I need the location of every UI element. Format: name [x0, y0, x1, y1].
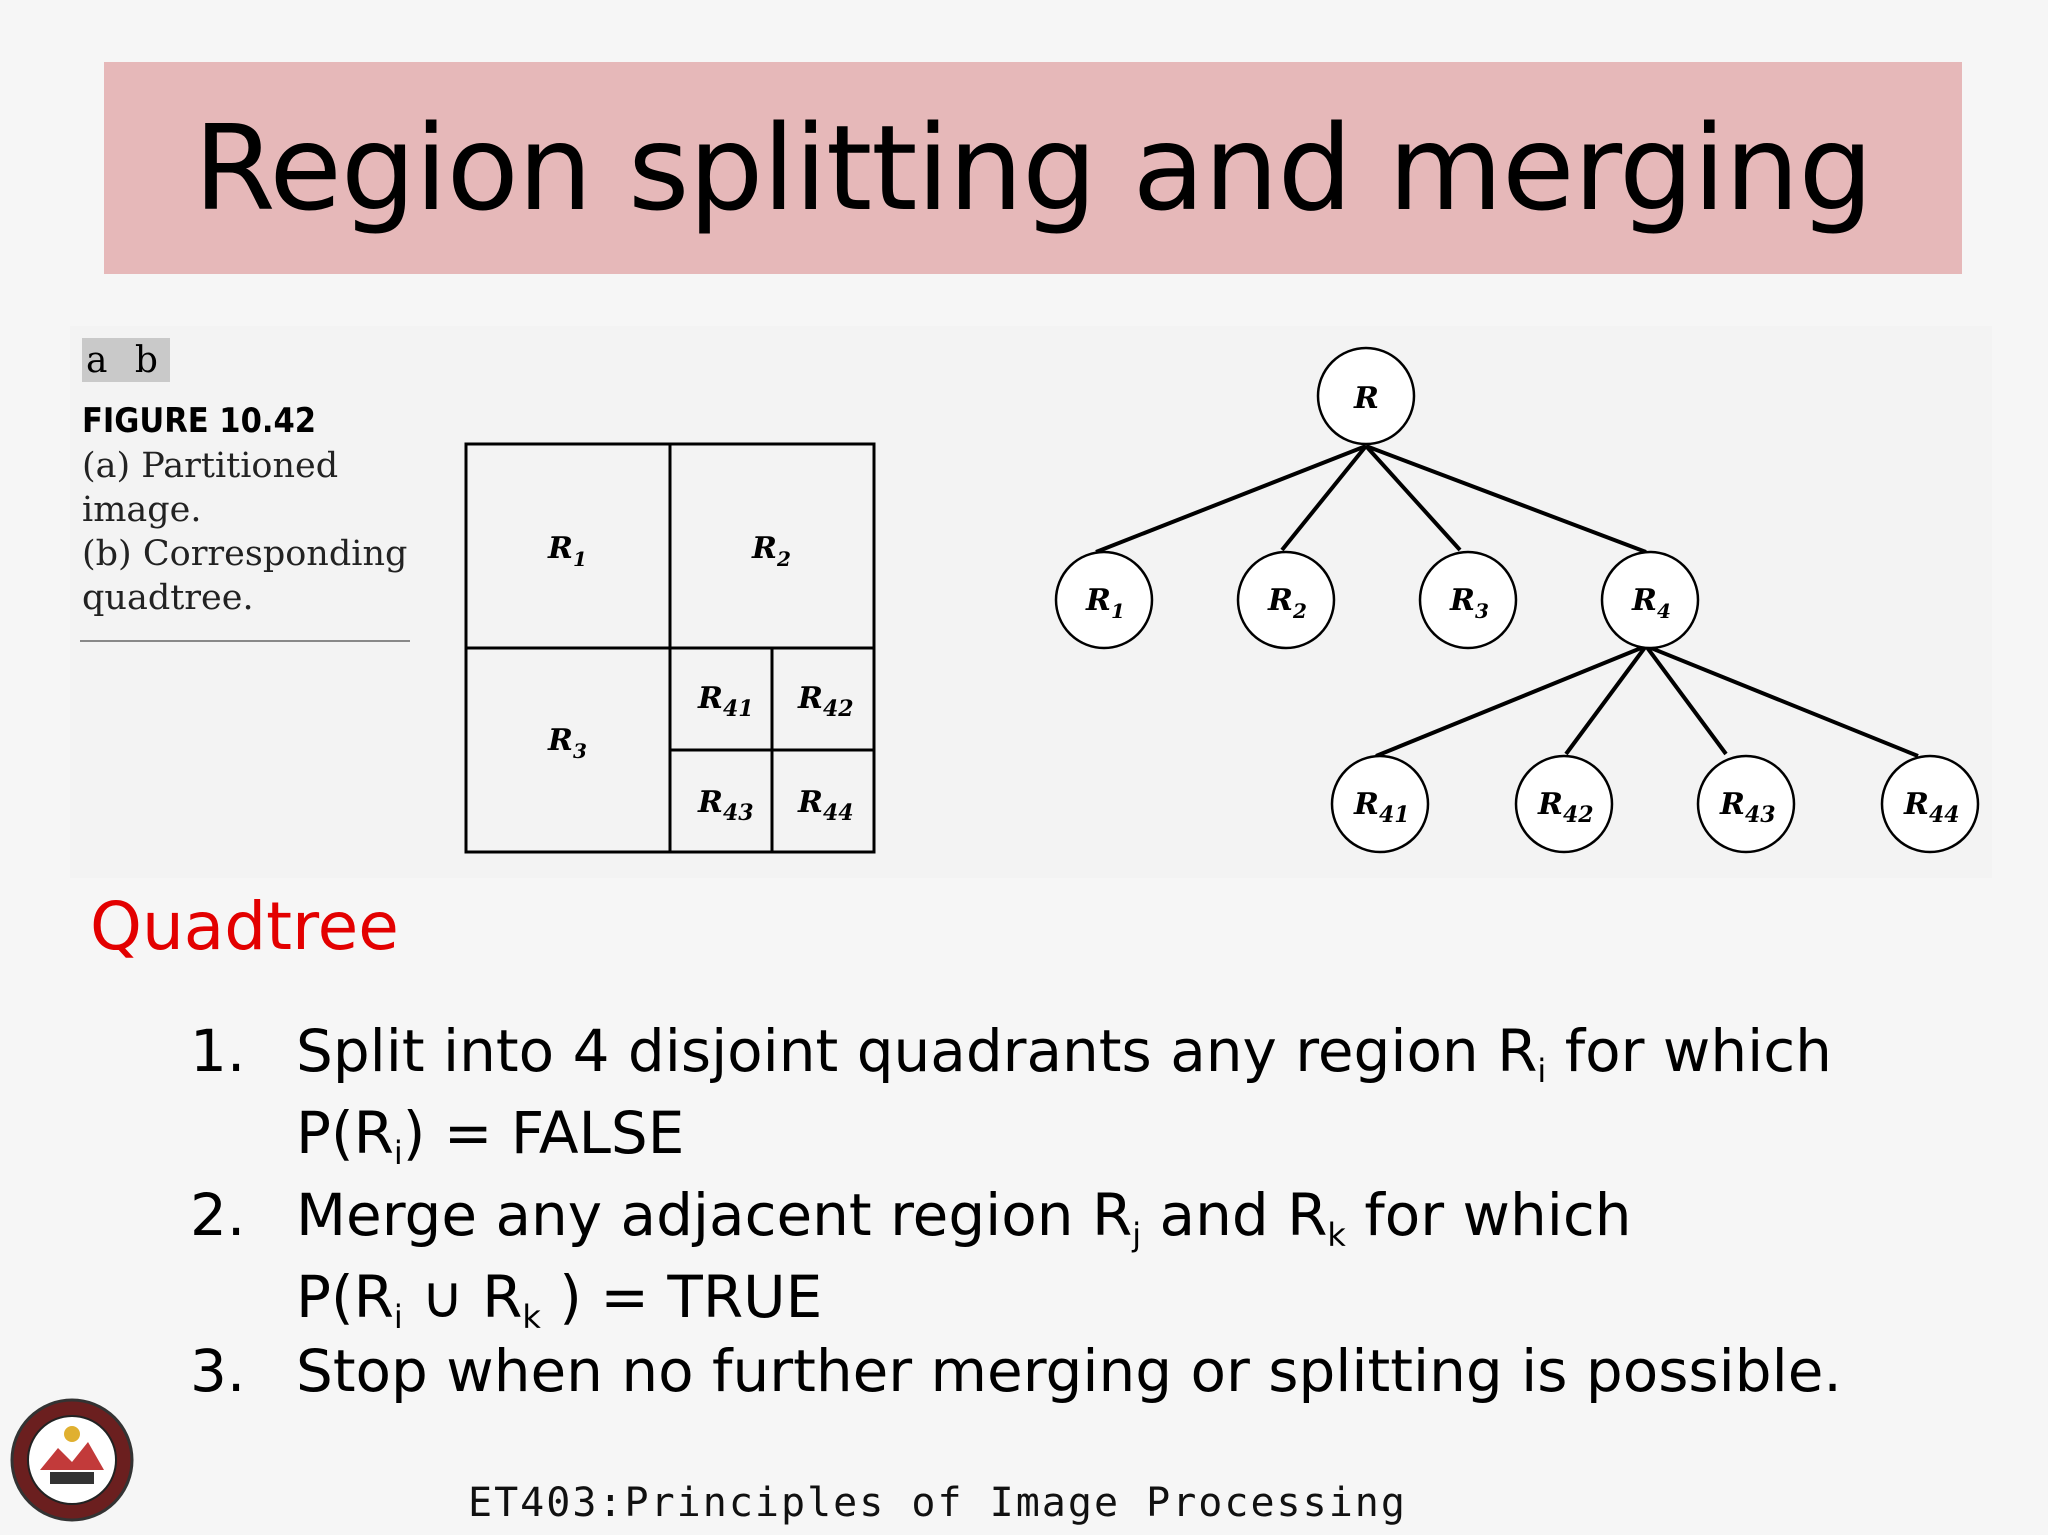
- figure-caption: FIGURE 10.42 (a) Partitioned image. (b) …: [82, 398, 412, 620]
- node-label-r: R: [1353, 381, 1379, 416]
- caption-line: image.: [82, 490, 202, 530]
- node-r4: [1600, 550, 1700, 650]
- node-r43: [1696, 754, 1796, 854]
- panel-labels: a b: [82, 338, 170, 382]
- region-label-r3: R3: [547, 723, 587, 763]
- step-text: Stop when no further merging or splittin…: [296, 1337, 1842, 1405]
- step-text: Split into 4 disjoint quadrants any regi…: [296, 1017, 1832, 1091]
- region-label-r42: R42: [797, 681, 854, 722]
- figure-diagram: R1 R2 R3 R41 R42 R43 R44: [464, 346, 1980, 854]
- caption-divider: [80, 640, 410, 642]
- slide-title: Region splitting and merging: [193, 99, 1874, 237]
- node-r2: [1236, 550, 1336, 650]
- node-label-r44: R44: [1903, 787, 1960, 828]
- node-label-r4: R4: [1631, 583, 1671, 623]
- edge: [1644, 644, 1728, 756]
- node-label-r43: R43: [1719, 787, 1776, 828]
- node-r42: [1514, 754, 1614, 854]
- step-number: 3.: [190, 1337, 246, 1405]
- title-banner: Region splitting and merging: [104, 62, 1962, 274]
- step-text: P(Ri ∪ Rk ) = TRUE: [296, 1263, 823, 1337]
- region-label-r41: R41: [697, 681, 754, 722]
- node-r1: [1054, 550, 1154, 650]
- quadtree-edges: [1095, 444, 1919, 758]
- figure-number: FIGURE 10.42: [82, 401, 317, 441]
- college-logo-icon: [10, 1398, 134, 1522]
- step-text: Merge any adjacent region Rj and Rk for …: [296, 1181, 1632, 1255]
- node-label-r2: R2: [1267, 583, 1307, 623]
- node-label-r42: R42: [1537, 787, 1594, 828]
- node-label-r3: R3: [1449, 583, 1489, 623]
- edge: [1280, 444, 1368, 552]
- figure-panel: a b FIGURE 10.42 (a) Partitioned image. …: [70, 326, 1992, 878]
- node-label-r41: R41: [1353, 787, 1410, 828]
- node-label-r1: R1: [1085, 583, 1125, 623]
- edge: [1365, 444, 1647, 554]
- edge: [1375, 644, 1647, 758]
- caption-line: quadtree.: [82, 578, 254, 618]
- node-r3: [1418, 550, 1518, 650]
- node-r44: [1880, 754, 1980, 854]
- step-number: 2.: [190, 1181, 246, 1249]
- edge: [1095, 444, 1367, 554]
- footer-course: ET403:Principles of Image Processing: [468, 1480, 1407, 1526]
- region-label-r2: R2: [751, 531, 791, 571]
- caption-line: (a) Partitioned: [82, 446, 339, 486]
- node-r: [1316, 346, 1416, 446]
- partitioned-image: [464, 442, 876, 854]
- region-label-r44: R44: [797, 785, 854, 826]
- edge: [1364, 444, 1462, 552]
- region-label-r43: R43: [697, 785, 754, 826]
- step-number: 1.: [190, 1017, 246, 1085]
- node-r41: [1330, 754, 1430, 854]
- edge: [1564, 644, 1648, 756]
- edge: [1645, 644, 1919, 758]
- region-label-r1: R1: [547, 531, 587, 571]
- section-heading: Quadtree: [90, 888, 399, 965]
- step-text: P(Ri) = FALSE: [296, 1099, 685, 1173]
- caption-line: (b) Corresponding: [82, 534, 408, 574]
